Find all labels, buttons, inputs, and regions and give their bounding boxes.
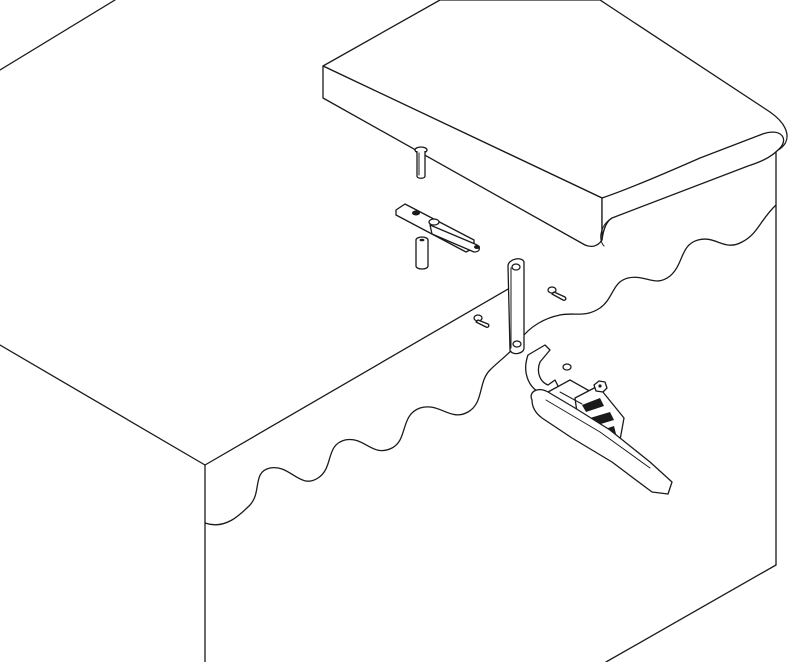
latch-clip-tab bbox=[525, 344, 561, 396]
bracket-hole-bottom bbox=[512, 340, 522, 348]
hinge-plate-knuckle bbox=[429, 224, 481, 253]
spacer-sleeve-body bbox=[415, 240, 429, 270]
cabinet-back-left-edge bbox=[0, 0, 116, 71]
lid-nose bbox=[601, 131, 785, 241]
mounting-screw-right bbox=[547, 286, 567, 301]
bracket-plate bbox=[507, 258, 525, 355]
mounting-screw-left bbox=[473, 314, 490, 328]
cabinet-lid bbox=[322, 0, 788, 247]
hinge-plate-hole-2 bbox=[428, 218, 440, 226]
cabinet-top-left-edge bbox=[0, 344, 206, 466]
hinge-plate bbox=[395, 203, 481, 253]
hex-nut bbox=[593, 380, 608, 393]
cutaway-wave-line bbox=[204, 204, 777, 526]
spacer-sleeve bbox=[415, 236, 429, 270]
latch-rivet bbox=[562, 363, 572, 371]
strap-band bbox=[530, 388, 673, 495]
latch-strap-bracket bbox=[507, 258, 525, 355]
bracket-hole-top bbox=[511, 263, 521, 271]
rubber-strap bbox=[530, 388, 673, 495]
cabinet-bottom-edge bbox=[605, 564, 777, 662]
lid-nose-curve bbox=[600, 217, 613, 247]
hinge-pin bbox=[414, 146, 428, 179]
hinge-pin-shaft bbox=[416, 151, 426, 179]
hinge-plate-hole bbox=[412, 210, 420, 216]
cabinet-front-top-edge bbox=[204, 284, 516, 466]
